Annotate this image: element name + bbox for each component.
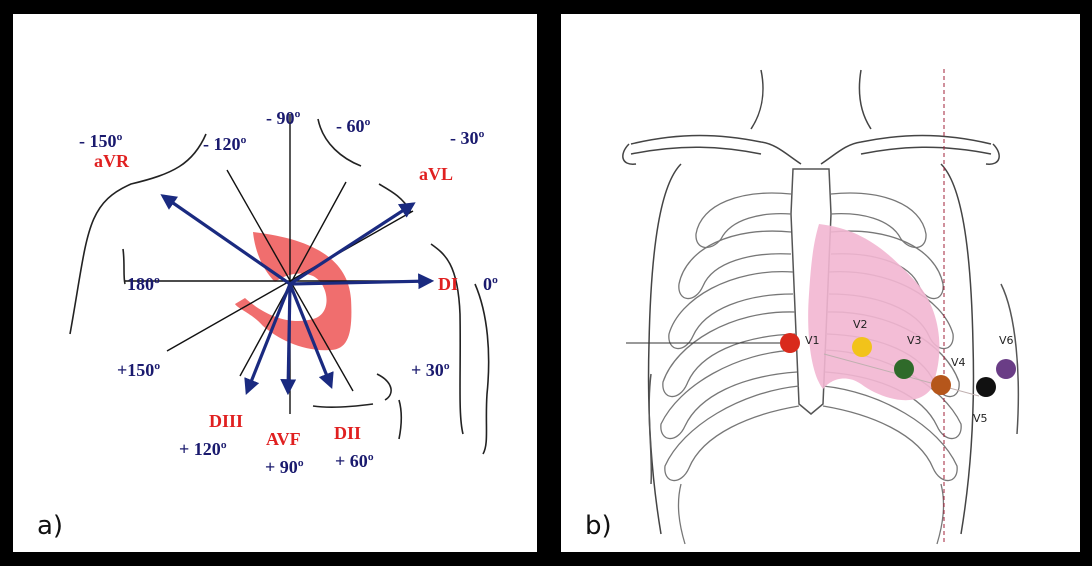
avf-arrow — [288, 284, 290, 392]
label-v2: V2 — [853, 318, 868, 331]
deg-plus120: + 120º — [179, 439, 227, 459]
label-v3: V3 — [907, 334, 922, 347]
electrode-v1 — [780, 333, 800, 353]
electrode-v2 — [852, 337, 872, 357]
label-v4: V4 — [951, 356, 966, 369]
label-v1: V1 — [805, 334, 820, 347]
avl-arrow — [290, 204, 413, 284]
deg-minus150: - 150º — [79, 131, 122, 151]
deg-plus60: + 60º — [335, 451, 374, 471]
deg-0: 0º — [483, 274, 498, 294]
deg-minus120: - 120º — [203, 134, 246, 154]
lead-di: DI — [438, 274, 458, 294]
deg-minus90: - 90º — [266, 108, 300, 128]
electrode-v4 — [931, 375, 951, 395]
panel-a-label: a) — [37, 511, 63, 541]
electrode-v5 — [976, 377, 996, 397]
electrode-v3 — [894, 359, 914, 379]
deg-plus150: +150º — [117, 360, 160, 380]
chest-svg: V1 V2 V3 V4 V5 V6 b) — [561, 14, 1080, 552]
panel-b-chest-electrodes: V1 V2 V3 V4 V5 V6 b) — [561, 14, 1080, 552]
deg-plus90: + 90º — [265, 457, 304, 477]
lead-dii: DII — [334, 423, 361, 443]
deg-plus30: + 30º — [411, 360, 450, 380]
lead-avl: aVL — [419, 164, 453, 184]
hexaxial-svg: - 150º - 120º - 90º - 60º - 30º 180º 0º … — [13, 14, 537, 552]
deg-minus60: - 60º — [336, 116, 370, 136]
lead-avf: AVF — [266, 429, 301, 449]
lead-avr: aVR — [94, 151, 130, 171]
label-v5: V5 — [973, 412, 988, 425]
label-v6: V6 — [999, 334, 1014, 347]
deg-minus30: - 30º — [450, 128, 484, 148]
electrode-v6 — [996, 359, 1016, 379]
panel-a-hexaxial-diagram: - 150º - 120º - 90º - 60º - 30º 180º 0º … — [13, 14, 537, 552]
lead-diii: DIII — [209, 411, 243, 431]
deg-180: 180º — [127, 274, 160, 294]
panel-b-label: b) — [585, 511, 612, 541]
